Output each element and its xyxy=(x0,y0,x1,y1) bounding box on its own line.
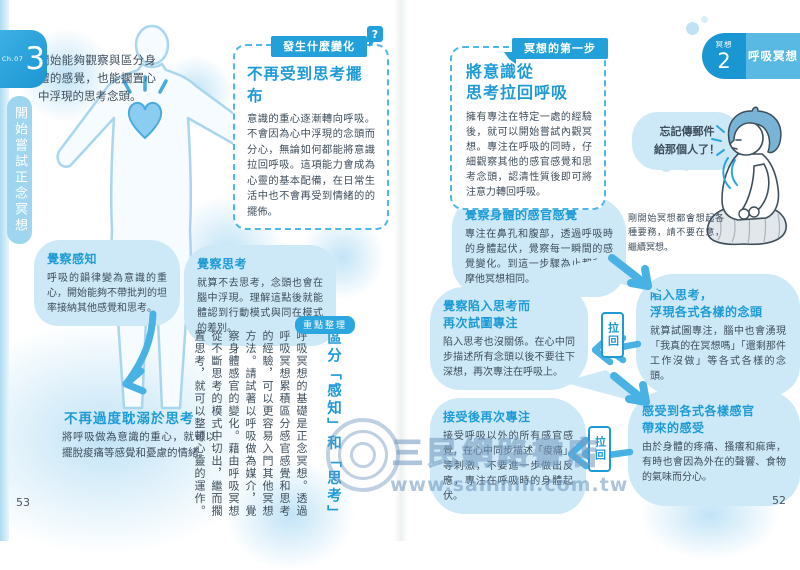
first-step-box: 冥想的第一步 將意識從 思考拉回呼吸 擁有專注在特定一處的經驗後，就可以開始嘗試… xyxy=(450,38,608,210)
chapter-badge: Ch.07 3 xyxy=(0,30,47,88)
section-category: 冥想 xyxy=(715,40,733,50)
flow-title: 陷入思考， 浮現各式各樣的念頭 xyxy=(650,288,763,319)
standing-figure-illustration xyxy=(56,24,290,410)
question-box-title: 不再受到思考擺布 xyxy=(247,65,363,105)
awareness-perception-bubble: 覺察感知 呼吸的韻律變為意識的重心，開始能夠不帶批判的坦率接納其他感覺和思考。 xyxy=(34,240,180,326)
summary-block: 區分「感知」和「思考」 呼吸冥想的基礎是正念冥想。透過呼吸冥想累積區分感官感覺和… xyxy=(193,330,346,528)
chapter-number: 3 xyxy=(25,40,46,77)
flow-body: 就算試圖專注，腦中也會湧現「我真的在冥想嗎」「還剩那件工作沒做」等各式各樣的念頭… xyxy=(650,326,786,382)
first-step-title: 將意識從 思考拉回呼吸 xyxy=(466,62,569,102)
flow-title: 覺察陷入思考而 再次試圖專注 xyxy=(443,299,531,330)
question-box-tab: 發生什麼變化 xyxy=(271,36,367,57)
first-step-body: 擁有專注在特定一處的經驗後，就可以開始嘗試內觀冥想。專注在呼吸的同時，仔細觀察其… xyxy=(466,111,592,198)
flow-body: 專注在鼻孔和腹部，透過呼吸時的身體起伏，覺察每一瞬間的感覺變化。到這一步驟為止都… xyxy=(465,229,613,285)
flow-body: 陷入思考也沒關係。在心中同步描述所有念頭以後不要往下深想，再次專注在呼吸上。 xyxy=(443,337,575,378)
change-question-box: 發生什麼變化 ? 不再受到思考擺布 意識的重心逐漸轉向呼吸。不會因為心中浮現的念… xyxy=(233,26,389,231)
summary-badge: 重點整理 xyxy=(295,316,356,334)
flow-body: 接受呼吸以外的所有感官感覺，在心中同步描述「痠痛」等刺激，不要進一步做出反應，專… xyxy=(443,431,573,502)
summary-title: 區分「感知」和「思考」 xyxy=(325,330,341,523)
summary-body: 呼吸冥想的基礎是正念冥想。透過呼吸冥想累積區分感官感覺和思考的經驗，可以更容易入… xyxy=(193,330,308,518)
flow-title: 感受到各式各樣感官 帶來的感受 xyxy=(642,404,755,435)
pull-back-label: 拉回 xyxy=(588,426,611,472)
hand xyxy=(738,208,750,220)
breath-icon xyxy=(711,125,738,189)
section-tab: 冥想 2 呼吸冥想 xyxy=(702,33,800,79)
chapter-label: Ch.07 xyxy=(1,55,24,63)
bubble-body: 呼吸的韻律變為意識的重心，開始能夠不帶批判的坦率接納其他感覺和思考。 xyxy=(47,273,167,314)
result-title: 不再過度耽溺於思考 xyxy=(64,411,195,427)
page-number-right: 52 xyxy=(772,494,786,507)
page-number-left: 53 xyxy=(16,496,30,509)
page-edge-strip xyxy=(0,0,9,541)
hand xyxy=(748,206,760,218)
deco-bubble-icon xyxy=(701,16,708,23)
flow-bubble-refocus-attempt: 覺察陷入思考而 再次試圖專注 陷入思考也沒關係。在心中同步描述所有念頭以後不要往… xyxy=(430,287,588,390)
section-tab-number-cell: 冥想 2 xyxy=(702,33,746,79)
hair xyxy=(727,106,782,154)
section-number: 2 xyxy=(717,49,731,74)
thought-dot xyxy=(683,164,690,171)
pull-back-label: 拉回 xyxy=(601,312,624,358)
book-gutter xyxy=(394,0,408,541)
tab-tail xyxy=(504,52,516,64)
deco-bubble-icon xyxy=(686,22,699,35)
chapter-tab: 開始嘗試正念冥想 xyxy=(7,96,32,244)
result-body: 將呼吸做為意識的重心，就可以擺脫痠痛等感覺和憂慮的情緒。 xyxy=(62,431,216,460)
flow-bubble-accept-refocus: 接受後再次專注 接受呼吸以外的所有感官感覺，在心中同步描述「痠痛」等刺激，不要進… xyxy=(430,398,586,514)
heart-radiate-icon xyxy=(122,75,168,94)
first-step-tab: 冥想的第一步 xyxy=(512,38,608,59)
flow-body: 由於身體的疼痛、搔癢和痲痺，有時也會因為外在的聲響、食物的氣味而分心。 xyxy=(642,442,786,483)
bubble-title: 覺察感知 xyxy=(47,252,98,266)
bubble-title: 覺察思考 xyxy=(197,257,248,271)
figure-annotation: 開始能夠觀察與區分身體的感覺，也能擱置心中浮現的思考念頭。 xyxy=(38,53,156,103)
bubble-body: 就算不去思考，念頭也會在腦中浮現。理解這點後就能體認到行動模式與同在模式的差別。 xyxy=(197,278,323,334)
flow-bubble-sensory-feelings: 感受到各式各樣感官 帶來的感受 由於身體的疼痛、搔癢和痲痺，有時也會因為外在的聲… xyxy=(628,390,800,506)
illustration-caption: 剛開始冥想都會想起各種要務，請不要在意，繼續冥想。 xyxy=(628,214,724,253)
arrow-to-sensations-icon xyxy=(610,372,650,406)
flow-title: 接受後再次專注 xyxy=(443,410,531,424)
thought-dot xyxy=(660,160,672,172)
section-title: 呼吸冥想 xyxy=(746,33,800,79)
mouth xyxy=(732,147,738,150)
figure-head xyxy=(134,24,170,66)
flow-bubble-body-sense: 覺察身體的感官感覺 專注在鼻孔和腹部，透過呼吸時的身體起伏，覺察每一瞬間的感覺變… xyxy=(452,196,626,297)
meditating-person-illustration xyxy=(706,106,787,246)
flow-bubble-lost-in-thought: 陷入思考， 浮現各式各樣的念頭 就算試圖專注，腦中也會湧現「我真的在冥想嗎」「還… xyxy=(636,274,800,396)
question-mark-icon: ? xyxy=(367,26,383,47)
question-box-body: 意識的重心逐漸轉向呼吸。不會因為心中浮現的念頭而分心，無論如何都能將意識拉回呼吸… xyxy=(247,113,375,218)
flow-title: 覺察身體的感官感覺 xyxy=(465,208,578,222)
heart-icon xyxy=(127,102,163,140)
thought-bubble: 忘記傳郵件 給那個人了！ xyxy=(632,112,742,170)
